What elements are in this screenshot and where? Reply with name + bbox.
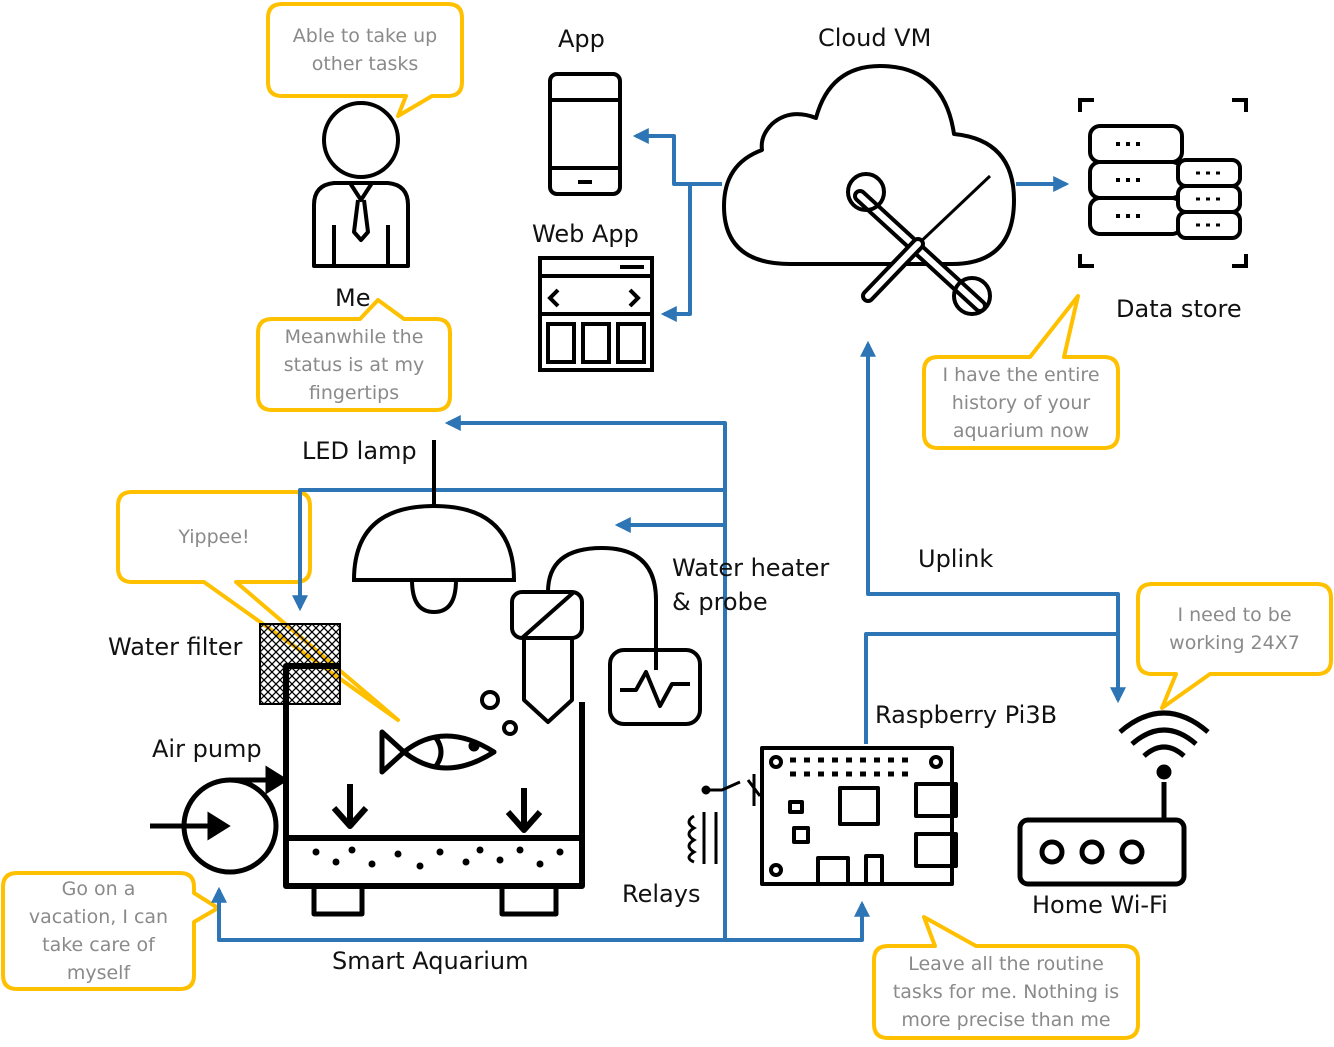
bubble-me-status: Meanwhile the status is at my fingertips xyxy=(258,321,450,408)
label-water-heater-line1: Water heater xyxy=(672,554,830,582)
person-icon xyxy=(312,101,410,268)
label-raspberry-pi: Raspberry Pi3B xyxy=(875,701,1058,729)
browser-window-icon xyxy=(538,256,654,372)
relay-icon xyxy=(687,774,762,864)
bubble-data-store-line3: aquarium now xyxy=(952,419,1090,442)
bubble-raspberry-pi-line1: Leave all the routine xyxy=(908,953,1104,975)
label-air-pump: Air pump xyxy=(152,735,262,763)
bubble-air-pump-shape xyxy=(1,871,220,991)
bubble-data-store: I have the entire history of your aquari… xyxy=(924,359,1118,446)
label-smart-aquarium: Smart Aquarium xyxy=(332,947,529,975)
bubble-data-store-line2: history of your xyxy=(951,391,1091,414)
bubble-air-pump-line3: take care of xyxy=(42,934,155,956)
bubble-me-status-shape xyxy=(256,298,452,412)
connector-to-pi xyxy=(725,900,870,942)
label-cloud-vm: Cloud VM xyxy=(818,24,932,52)
connector-relay-bus xyxy=(444,415,727,940)
wifi-router-icon xyxy=(1017,710,1210,887)
connector-cloud-to-apps xyxy=(632,128,722,186)
bubble-wifi-line1: I need to be xyxy=(1177,604,1292,626)
label-me: Me xyxy=(335,284,371,312)
label-uplink: Uplink xyxy=(918,545,994,573)
bubble-me-top-line2: other tasks xyxy=(311,53,419,75)
bubble-air-pump-line1: Go on a xyxy=(61,878,136,900)
smartphone-icon xyxy=(548,72,622,196)
label-water-filter: Water filter xyxy=(108,633,243,661)
bubble-data-store-shape xyxy=(922,294,1120,450)
connector-to-web-app xyxy=(660,184,692,322)
raspberry-pi-board-icon xyxy=(760,746,958,886)
bubble-fish-line1: Yippee! xyxy=(178,526,250,548)
bubble-wifi-shape xyxy=(1136,582,1333,710)
bubble-me-top: Able to take up other tasks xyxy=(268,6,462,94)
label-led-lamp: LED lamp xyxy=(302,437,417,465)
connector-to-filter xyxy=(292,488,725,612)
bubble-wifi-line2: working 24X7 xyxy=(1169,632,1300,654)
bubble-air-pump-line2: vacation, I can xyxy=(28,906,169,928)
label-water-heater-line2: & probe xyxy=(672,588,768,616)
connector-uplink xyxy=(860,340,1120,634)
database-icon xyxy=(1078,98,1248,268)
bubble-raspberry-pi: Leave all the routine tasks for me. Noth… xyxy=(874,948,1138,1036)
label-web-app: Web App xyxy=(532,220,639,248)
label-app: App xyxy=(558,25,605,53)
water-heater-icon xyxy=(510,546,702,726)
bubble-fish: Yippee! xyxy=(118,494,310,580)
bubble-me-status-line3: fingertips xyxy=(308,381,400,404)
bubble-me-top-line1: Able to take up xyxy=(292,25,438,47)
aquarium-icon xyxy=(283,663,585,917)
bubble-me-status-line2: status is at my xyxy=(283,353,425,376)
bubble-me-top-shape xyxy=(266,2,464,118)
label-relays: Relays xyxy=(622,880,701,908)
fish-icon xyxy=(379,690,518,775)
bubble-data-store-line1: I have the entire xyxy=(942,363,1100,386)
cloud-tools-icon xyxy=(722,64,1016,316)
bubble-air-pump: Go on a vacation, I can take care of mys… xyxy=(3,875,194,987)
pendant-lamp-icon xyxy=(351,440,517,615)
bubble-me-status-line1: Meanwhile the xyxy=(284,325,424,348)
bubble-raspberry-pi-line2: tasks for me. Nothing is xyxy=(892,981,1120,1003)
air-pump-icon xyxy=(150,765,289,875)
bubble-raspberry-pi-line3: more precise than me xyxy=(901,1009,1111,1031)
bubble-air-pump-line4: myself xyxy=(66,962,131,984)
label-home-wifi: Home Wi-Fi xyxy=(1032,891,1168,919)
connector-to-air-pump xyxy=(211,886,725,942)
bubble-wifi: I need to be working 24X7 xyxy=(1138,586,1331,672)
bubble-raspberry-pi-shape xyxy=(872,915,1140,1040)
label-data-store: Data store xyxy=(1116,295,1242,323)
connector-pi-to-wifi xyxy=(864,632,1126,744)
